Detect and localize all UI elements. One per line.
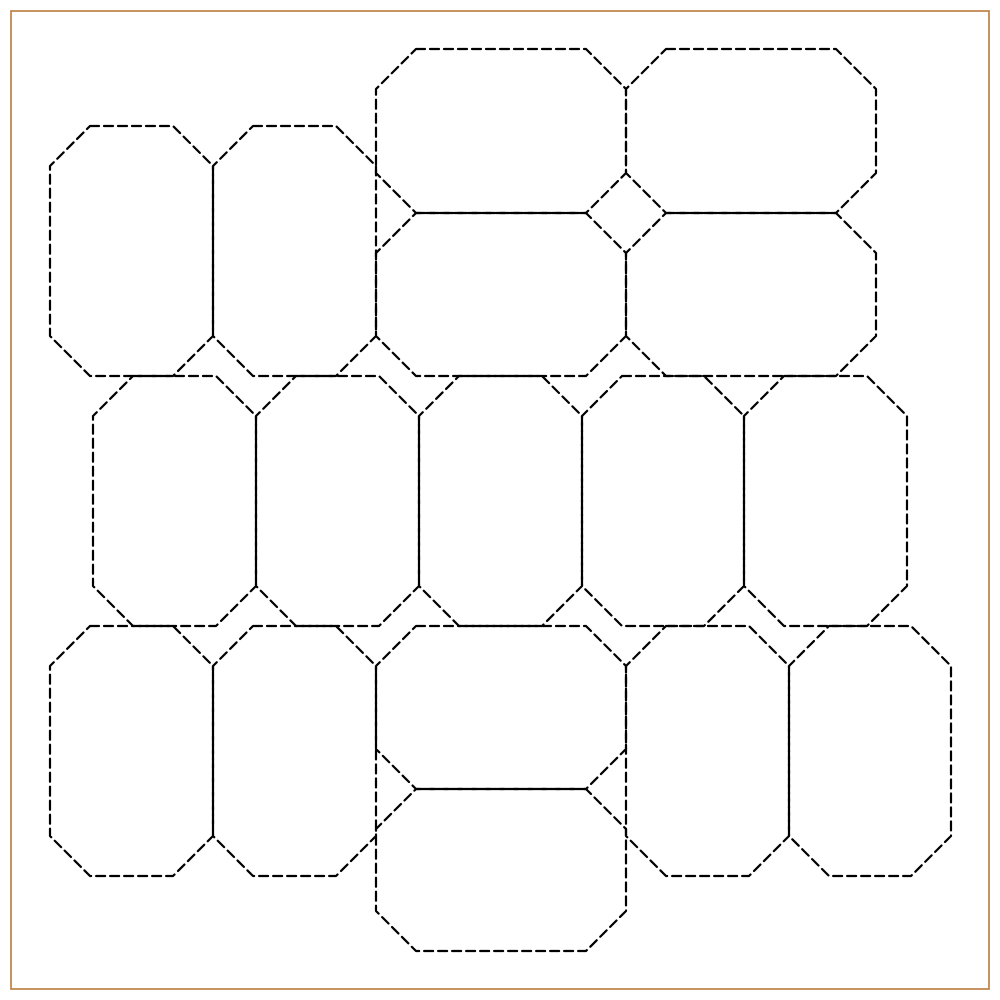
octagon-tile-2 [211,124,378,378]
octagon-tiles [48,47,953,953]
octagon-tile-15 [624,624,791,878]
octagon-tile-8 [254,374,421,628]
diagram-frame [10,10,990,990]
octagon-tile-17 [374,787,628,953]
octagon-tile-1 [48,124,215,378]
octagon-tile-12 [48,624,215,878]
octagon-tile-7 [91,374,258,628]
octagon-tile-5 [374,211,628,378]
octagon-tile-16 [787,624,953,878]
octagon-tile-13 [211,624,378,878]
